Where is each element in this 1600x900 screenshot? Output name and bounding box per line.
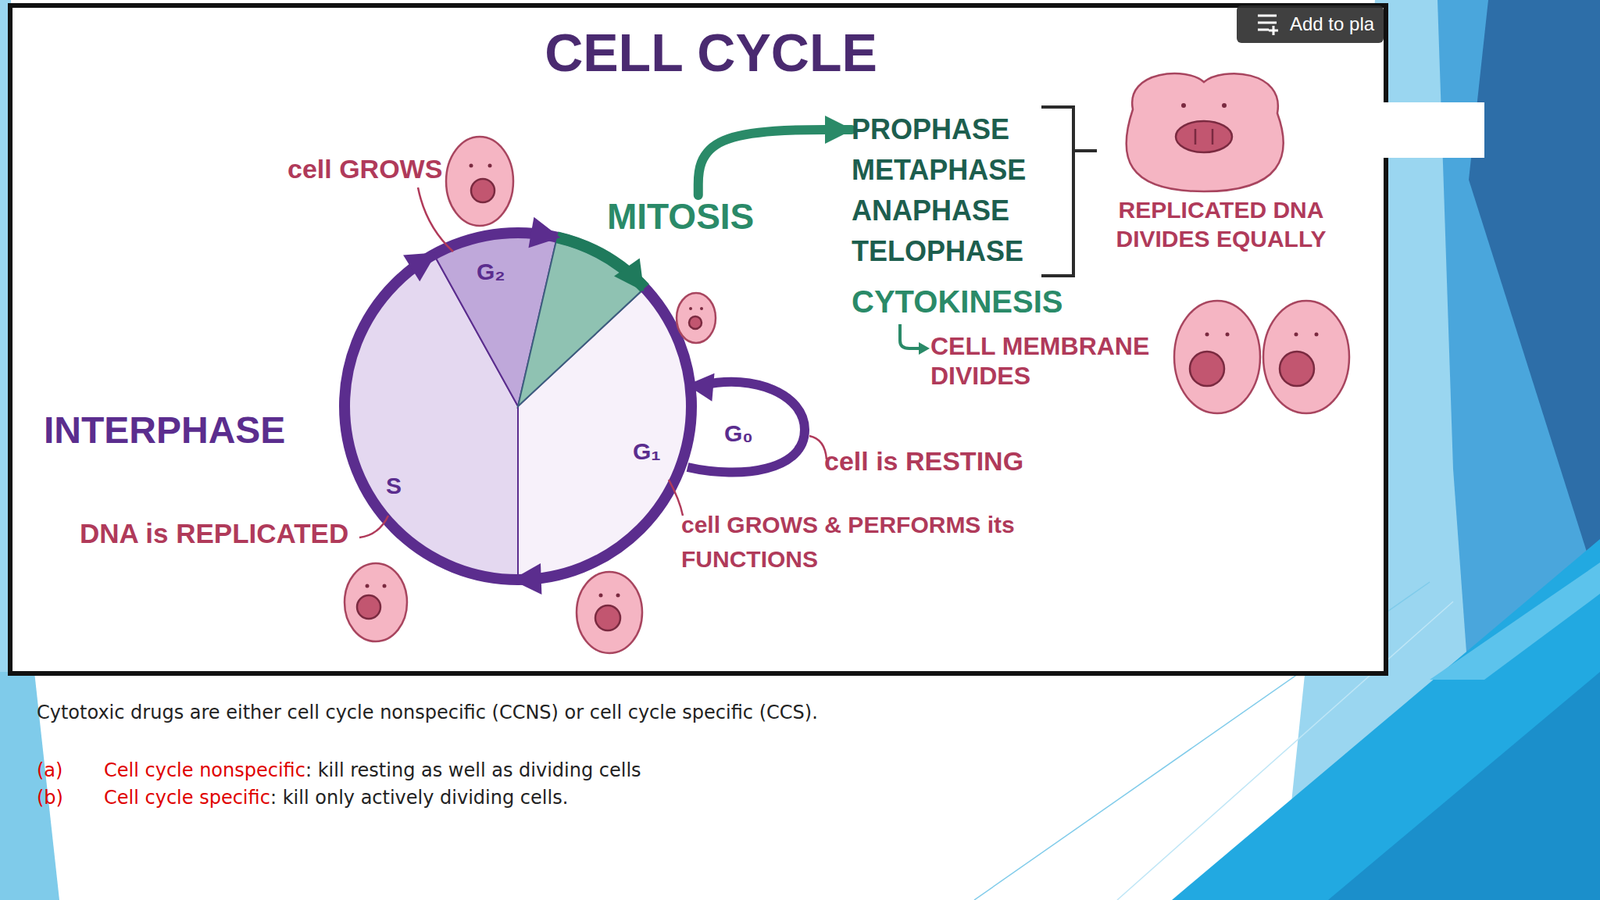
list-marker: (a) (36, 759, 63, 783)
playlist-icon (1257, 15, 1279, 36)
definition: : kill only actively dividing cells. (270, 786, 568, 810)
annotation: DNA is REPLICATED (79, 517, 349, 550)
phase-name: G₀ (724, 419, 754, 448)
image-frame (10, 5, 1386, 674)
slide-band (1328, 671, 1600, 900)
annotation: cell GROWS (287, 153, 443, 186)
annotation: cell GROWS & PERFORMS its FUNCTIONS (681, 507, 1033, 577)
curved-arrow (698, 129, 852, 196)
diagram-title: CELL CYCLE (476, 21, 946, 83)
cycle-arrowhead (528, 217, 563, 254)
overlay-button (1236, 5, 1384, 43)
cycle-arrowhead (403, 239, 445, 282)
body-text: Cytotoxic drugs are either cell cycle no… (36, 701, 818, 725)
phase-name: G₁ (632, 437, 661, 466)
mitosis-wedge (517, 237, 645, 407)
phase-heading: INTERPHASE (43, 407, 286, 454)
list-marker: (b) (36, 786, 64, 810)
definition: : kill resting as well as dividing cells (305, 759, 642, 783)
phase-heading: MITOSIS (607, 195, 754, 238)
cell-faces (365, 103, 1319, 598)
phase-heading: CYTOKINESIS (851, 282, 1063, 321)
cells (344, 73, 1350, 654)
leader-lines (359, 187, 827, 538)
term: Cell cycle nonspecific (103, 759, 306, 783)
g0-arrowhead (685, 371, 715, 402)
phase-name: S (385, 471, 402, 500)
white-patch (1382, 102, 1485, 158)
slide-band (1468, 0, 1600, 594)
node-text: MITOSIS (607, 195, 754, 238)
term: Cell cycle specific (103, 786, 271, 810)
mitosis-arrowhead (614, 258, 658, 301)
slide-band (1429, 562, 1600, 680)
phase-bracket (1041, 107, 1097, 276)
annotation: cell is RESTING (824, 445, 1024, 478)
annotation: REPLICATED DNA DIVIDES EQUALLY (1100, 195, 1343, 254)
hook-arrow (900, 324, 921, 349)
cycle-ring (344, 232, 692, 580)
phase-name: G₂ (476, 257, 506, 286)
phase-list: PROPHASE METAPHASE ANAPHASE TELOPHASE (851, 109, 1055, 272)
hook-arrowhead (918, 342, 930, 355)
node-text: PROPHASE METAPHASE ANAPHASE TELOPHASE (851, 109, 1055, 272)
overlay-text: Add to pla (1289, 12, 1375, 36)
cycle-arrowhead (510, 563, 542, 596)
annotation: CELL MEMBRANE DIVIDES (930, 331, 1165, 391)
